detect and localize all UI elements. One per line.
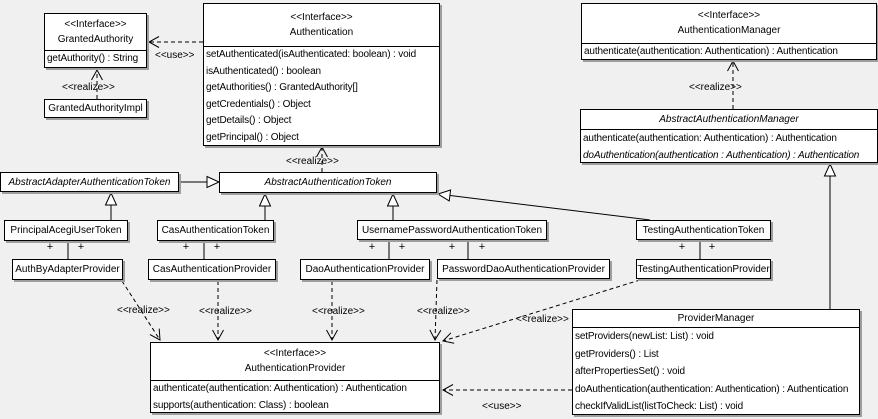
class-name: GrantedAuthorityImpl [48, 103, 143, 114]
method-label: authenticate(authentication: Authenticat… [153, 383, 407, 394]
realize-label: <<realize>> [689, 82, 742, 93]
association-edges [67, 240, 701, 260]
method-label: setProviders(newList: List) : void [575, 331, 714, 342]
class-name: PasswordDaoAuthenticationProvider [442, 263, 605, 275]
class-cas-authentication-token: CasAuthenticationToken [157, 220, 274, 241]
association-end-plus: + [368, 241, 376, 253]
class-name: AbstractAuthenticationManager [659, 114, 799, 125]
class-name: ProviderManager [677, 313, 755, 324]
class-abstract-authentication-token: AbstractAuthenticationToken [219, 172, 437, 193]
class-name: Authentication [289, 26, 354, 38]
class-name: AuthByAdapterProvider [15, 264, 120, 275]
association-end-plus: + [448, 241, 456, 253]
method-label: checkIfValidList(listToCheck: List) : vo… [575, 401, 744, 412]
method-label: getDetails() : Object [206, 115, 292, 127]
association-end-plus: + [678, 241, 686, 253]
class-authentication-provider: <<Interface>> AuthenticationProvider aut… [150, 342, 440, 413]
realize-label: <<realize>> [417, 306, 470, 317]
class-name: TestingAuthenticationToken [642, 224, 765, 236]
class-abstract-authentication-manager: AbstractAuthenticationManager authentica… [580, 109, 878, 163]
association-end-plus: + [398, 241, 406, 253]
association-end-plus: + [182, 241, 190, 253]
realize-label: <<realize>> [199, 306, 252, 317]
class-testing-authentication-provider: TestingAuthenticationProvider [636, 259, 771, 279]
class-principal-acegi-user-token: PrincipalAcegiUserToken [4, 220, 128, 241]
class-name: AuthenticationProvider [244, 363, 346, 374]
class-name: AuthenticationManager [677, 25, 781, 36]
class-granted-authority: <<Interface>> GrantedAuthority getAuthor… [44, 13, 147, 68]
use-label: <<use>> [155, 50, 195, 61]
stereotype-label: <<Interface>> [697, 10, 761, 21]
method-label: getAuthorities() : GrantedAuthority[] [206, 82, 358, 94]
class-testing-authentication-token: TestingAuthenticationToken [636, 220, 771, 240]
method-label: doAuthentication(authentication: Authent… [575, 383, 849, 395]
use-edges [147, 36, 572, 396]
method-label: supports(authentication: Class) : boolea… [153, 399, 329, 411]
realize-label: <<realize>> [286, 156, 339, 167]
class-dao-authentication-provider: DaoAuthenticationProvider [300, 259, 430, 280]
class-name: CasAuthenticationProvider [152, 264, 272, 275]
method-label: getAuthority() : String [47, 53, 139, 64]
realize-label: <<realize>> [516, 314, 569, 325]
association-end-plus: + [77, 241, 85, 253]
class-name: AbstractAuthenticationToken [264, 177, 392, 188]
realize-label: <<realize>> [117, 305, 170, 316]
method-label: getPrincipal() : Object [206, 131, 299, 143]
class-name: AbstractAdapterAuthenticationToken [8, 176, 171, 188]
class-name: PrincipalAcegiUserToken [10, 225, 122, 236]
generalization-edges [104, 162, 837, 309]
class-name: DaoAuthenticationProvider [305, 264, 425, 275]
stereotype-label: <<Interface>> [263, 348, 327, 359]
realization-edges [91, 59, 739, 344]
use-label: <<use>> [482, 401, 522, 412]
method-label: setAuthenticated(isAuthenticated: boolea… [206, 49, 417, 60]
class-name: CasAuthenticationToken [161, 225, 270, 236]
realize-label: <<realize>> [312, 306, 365, 317]
class-password-dao-authentication-provider: PasswordDaoAuthenticationProvider [437, 259, 610, 279]
class-name: GrantedAuthority [57, 33, 134, 45]
method-label: afterPropertiesSet() : void [575, 366, 685, 377]
class-authentication: <<Interface>> Authentication setAuthenti… [203, 3, 440, 146]
association-end-plus: + [478, 241, 486, 253]
class-cas-authentication-provider: CasAuthenticationProvider [148, 259, 276, 280]
association-end-plus: + [46, 241, 54, 253]
method-label: getProviders() : List [575, 348, 659, 360]
stereotype-label: <<Interface>> [64, 18, 127, 30]
class-name: TestingAuthenticationProvider [637, 263, 770, 275]
method-label: doAuthentication(authentication : Authen… [583, 150, 860, 161]
class-granted-authority-impl: GrantedAuthorityImpl [44, 99, 147, 118]
class-auth-by-adapter-provider: AuthByAdapterProvider [12, 259, 123, 280]
class-username-password-authentication-token: UsernamePasswordAuthenticationToken [357, 220, 547, 240]
method-label: isAuthenticated() : boolean [206, 65, 321, 77]
method-label: getCredentials() : Object [206, 98, 311, 110]
realize-label: <<realize>> [62, 82, 115, 93]
class-abstract-adapter-authentication-token: AbstractAdapterAuthenticationToken [0, 172, 179, 192]
class-authentication-manager: <<Interface>> AuthenticationManager auth… [581, 3, 877, 60]
class-name: UsernamePasswordAuthenticationToken [361, 224, 543, 236]
method-label: authenticate(authentication: Authenticat… [583, 133, 837, 144]
method-label: authenticate(authentication: Authenticat… [584, 46, 838, 57]
association-end-plus: + [708, 241, 716, 253]
association-end-plus: + [213, 241, 221, 253]
class-provider-manager: ProviderManager setProviders(newList: Li… [572, 309, 860, 415]
stereotype-label: <<Interface>> [290, 11, 353, 23]
